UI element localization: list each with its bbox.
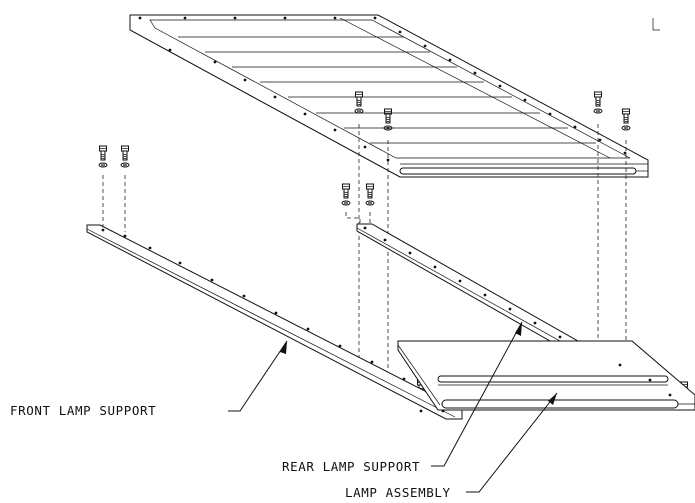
front-lamp-support-label: FRONT LAMP SUPPORT xyxy=(10,403,156,418)
lamp-assembly-label: LAMP ASSEMBLY xyxy=(345,485,451,500)
top-panel-holes xyxy=(138,16,627,162)
screw-icon xyxy=(593,91,603,114)
screw-icon xyxy=(621,108,631,131)
leader-arrow-icon xyxy=(515,322,522,336)
screw-icon xyxy=(98,145,108,168)
lamp-assembly xyxy=(397,340,695,411)
screw-icon xyxy=(341,183,351,206)
front-support-holes xyxy=(101,228,445,413)
top-panel xyxy=(129,14,649,178)
leader-lines xyxy=(228,321,558,493)
front-lamp-support xyxy=(86,224,463,420)
screws-front-left xyxy=(98,145,130,168)
screw-icon xyxy=(365,183,375,206)
screws-rear-left xyxy=(341,183,375,206)
rear-lamp-support-label: REAR LAMP SUPPORT xyxy=(282,459,420,474)
corner-mark xyxy=(652,18,660,31)
screw-icon xyxy=(120,145,130,168)
leader-arrow-icon xyxy=(548,393,557,405)
alignment-lines xyxy=(102,124,627,390)
leader-arrow-icon xyxy=(280,341,287,354)
